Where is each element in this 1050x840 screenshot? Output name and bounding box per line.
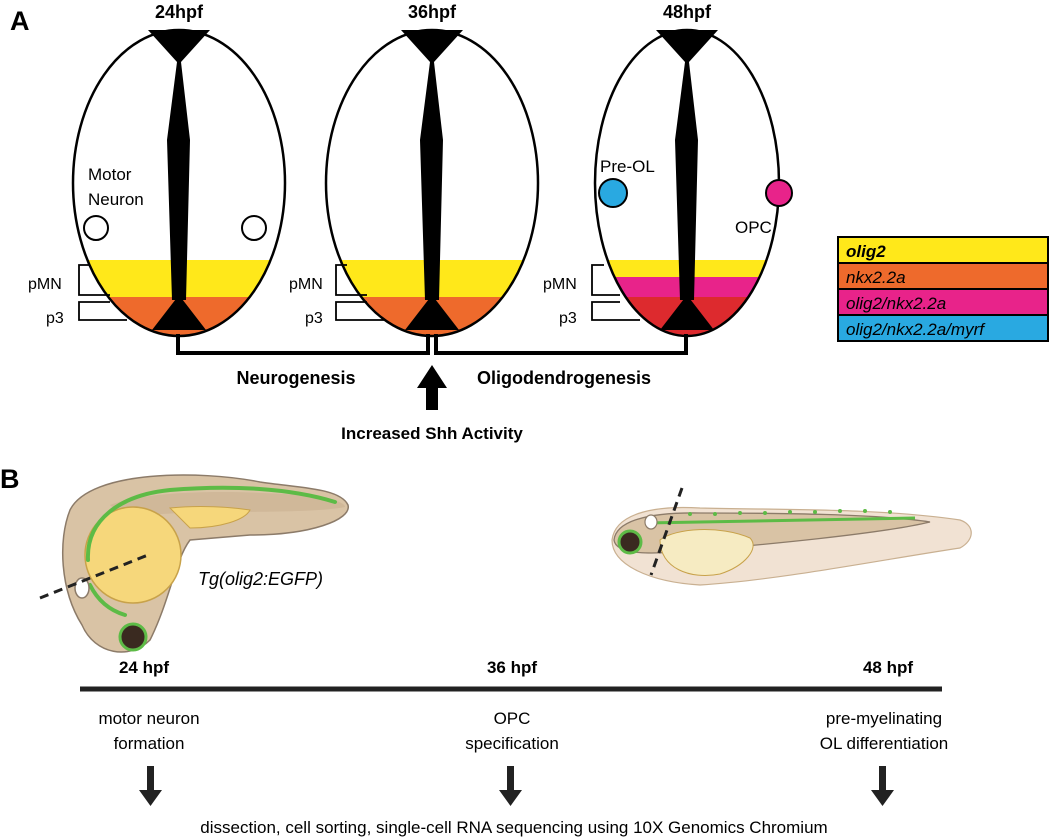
motor-neuron-cell-left bbox=[83, 215, 109, 241]
transgene-label: Tg(olig2:EGFP) bbox=[198, 569, 323, 589]
dissection-cut-line bbox=[649, 487, 684, 576]
opc-label: OPC bbox=[735, 218, 772, 237]
neurogenesis-label: Neurogenesis bbox=[236, 368, 355, 388]
legend-swatch-olig2-nkx22a bbox=[837, 288, 1049, 316]
down-arrow-24hpf bbox=[139, 766, 162, 806]
p3-label: p3 bbox=[46, 310, 64, 327]
central-canal bbox=[148, 30, 210, 300]
zebrafish-larva-48hpf bbox=[611, 487, 972, 586]
p3-label: p3 bbox=[559, 310, 577, 327]
dissection-cut-line bbox=[39, 553, 149, 600]
floor-plate bbox=[152, 295, 206, 330]
legend-label-nkx22a: nkx2.2a bbox=[846, 268, 906, 287]
timepoint-24hpf-desc-line1: motor neuron bbox=[98, 709, 199, 728]
eye bbox=[617, 529, 643, 555]
floor-plate bbox=[660, 295, 714, 330]
otic-vesicle bbox=[74, 577, 90, 599]
otic-vesicle bbox=[644, 514, 658, 530]
timepoint-36hpf-desc-line2: specification bbox=[465, 734, 559, 753]
zebrafish-embryo-24hpf: Tg(olig2:EGFP) bbox=[39, 474, 349, 653]
timepoint-36hpf: 36 hpf bbox=[487, 658, 537, 677]
down-arrow-36hpf bbox=[499, 766, 522, 806]
stage-title-24hpf: 24hpf bbox=[155, 2, 204, 22]
timepoint-48hpf-desc-line1: pre-myelinating bbox=[826, 709, 942, 728]
down-arrows bbox=[139, 766, 894, 806]
olig2-egfp-spinal-cord bbox=[644, 516, 916, 525]
spinal-cord-24hpf: Motor Neuron bbox=[71, 28, 287, 338]
legend-swatch-nkx22a bbox=[837, 262, 1049, 290]
shh-activity-label: Increased Shh Activity bbox=[341, 424, 523, 443]
spinal-cord-36hpf bbox=[324, 28, 540, 338]
panel-b-label: B bbox=[0, 464, 20, 494]
yolk-sac bbox=[84, 506, 182, 604]
timepoint-48hpf-desc-line2: OL differentiation bbox=[820, 734, 949, 753]
motor-neuron-label-line1: Motor bbox=[88, 165, 132, 184]
legend-label-olig2-nkx22a: olig2/nkx2.2a bbox=[846, 294, 946, 313]
legend-swatch-olig2-nkx22a-myrf bbox=[837, 314, 1049, 342]
floor-plate bbox=[405, 295, 459, 330]
legend: olig2 nkx2.2a olig2/nkx2.2a olig2/nkx2.2… bbox=[837, 236, 1049, 342]
central-canal bbox=[401, 30, 463, 300]
olig2-egfp-hindbrain bbox=[88, 583, 127, 617]
olig2-egfp-spinal-cord bbox=[85, 485, 337, 562]
legend-label-olig2-nkx22a-myrf: olig2/nkx2.2a/myrf bbox=[846, 320, 986, 339]
timepoint-36hpf-desc-line1: OPC bbox=[494, 709, 531, 728]
legend-label-olig2: olig2 bbox=[846, 242, 886, 261]
stage-title-36hpf: 36hpf bbox=[408, 2, 457, 22]
legend-swatch-olig2 bbox=[837, 236, 1049, 264]
p3-label: p3 bbox=[305, 310, 323, 327]
domain-brackets-24hpf: pMN p3 bbox=[28, 264, 127, 327]
yolk-extension bbox=[168, 506, 251, 529]
domain-brackets-36hpf: pMN p3 bbox=[289, 264, 384, 327]
timepoint-24hpf-desc-line2: formation bbox=[114, 734, 185, 753]
motor-neuron-cell-right bbox=[241, 215, 267, 241]
neurogenesis-bracket bbox=[176, 334, 430, 355]
pre-ol-label: Pre-OL bbox=[600, 157, 655, 176]
motor-neuron-label-line2: Neuron bbox=[88, 190, 144, 209]
pmn-label: pMN bbox=[28, 276, 62, 293]
pmn-label: pMN bbox=[543, 276, 577, 293]
oligodendrogenesis-label: Oligodendrogenesis bbox=[477, 368, 651, 388]
olig2-egfp-cells bbox=[688, 509, 892, 516]
panel-a-label: A bbox=[10, 6, 30, 36]
shh-up-arrow bbox=[417, 365, 447, 410]
central-canal bbox=[656, 30, 718, 300]
methods-footer: dissection, cell sorting, single-cell RN… bbox=[200, 818, 827, 837]
timepoint-48hpf: 48 hpf bbox=[863, 658, 913, 677]
pmn-label: pMN bbox=[289, 276, 323, 293]
domain-brackets-48hpf: pMN p3 bbox=[543, 264, 640, 327]
opc-cell bbox=[765, 179, 793, 207]
pre-ol-cell bbox=[598, 178, 628, 208]
oligodendrogenesis-bracket bbox=[434, 334, 688, 355]
eye bbox=[118, 622, 148, 652]
timepoint-24hpf: 24 hpf bbox=[119, 658, 169, 677]
spinal-cord-48hpf: Pre-OL OPC bbox=[593, 28, 793, 338]
down-arrow-48hpf bbox=[871, 766, 894, 806]
stage-title-48hpf: 48hpf bbox=[663, 2, 712, 22]
larva-yolk bbox=[659, 529, 754, 576]
